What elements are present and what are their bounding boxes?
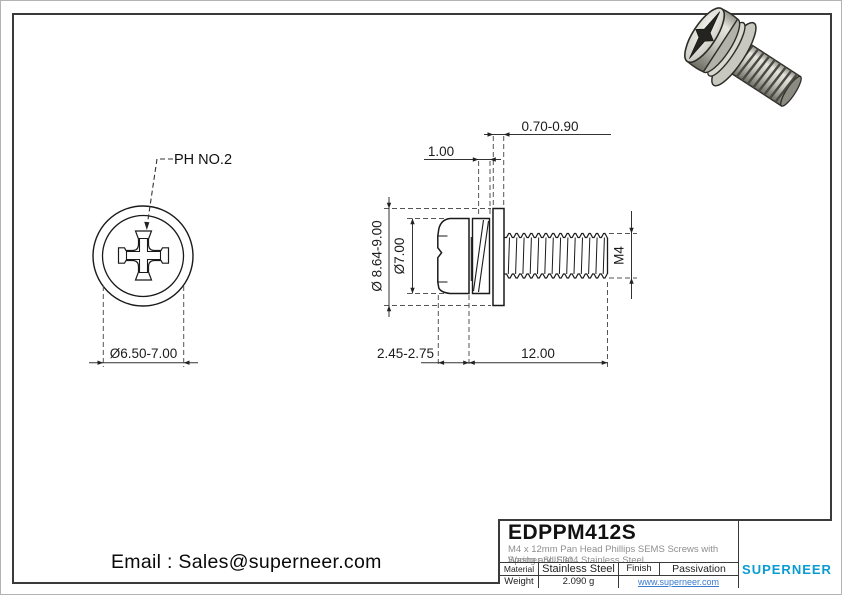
front-view bbox=[92, 205, 194, 307]
part-description-line1: M4 x 12mm Pan Head Phillips SEMS Screws … bbox=[508, 544, 719, 566]
dim-head-diameter-front: Ø6.50-7.00 bbox=[89, 286, 198, 367]
contact-email: Email : Sales@superneer.com bbox=[111, 551, 382, 573]
weight-label: Weight bbox=[504, 576, 534, 587]
thread-length-label: 12.00 bbox=[521, 346, 555, 361]
dim-flat-washer-thickness: 0.70-0.90 bbox=[484, 119, 611, 205]
side-thread bbox=[504, 232, 609, 279]
screw-3d-render bbox=[684, 7, 802, 107]
side-spring-washer bbox=[470, 217, 491, 295]
material-label: Material bbox=[503, 564, 535, 574]
dim-thread-size: M4 bbox=[609, 211, 637, 299]
head-height-label: 2.45-2.75 bbox=[377, 346, 434, 361]
part-description-line2: Washer SUS304 Stainless Steel bbox=[508, 555, 644, 566]
head-od-label: Ø7.00 bbox=[392, 238, 407, 275]
finish-value: Passivation bbox=[659, 563, 738, 575]
material-value: Stainless Steel bbox=[538, 563, 618, 575]
flat-washer-od-label: Ø 8.64-9.00 bbox=[370, 220, 385, 291]
drawing-frame bbox=[12, 13, 832, 584]
dim-flat-washer-od: Ø 8.64-9.00 bbox=[370, 197, 491, 317]
title-block-table: Material Stainless Steel Finish Passivat… bbox=[500, 562, 739, 588]
title-block: EDPPM412S M4 x 12mm Pan Head Phillips SE… bbox=[498, 519, 835, 588]
side-head-recess-lines bbox=[437, 235, 448, 283]
side-head bbox=[437, 217, 470, 295]
flat-washer-thickness-label: 0.70-0.90 bbox=[521, 119, 578, 134]
part-number: EDPPM412S bbox=[508, 521, 637, 544]
brand-name: SUPERNEER bbox=[742, 562, 832, 577]
table-row: Material Stainless Steel Finish Passivat… bbox=[500, 563, 738, 576]
dim-spring-washer-thickness: 1.00 bbox=[424, 144, 501, 215]
phillips-cross-outer bbox=[117, 230, 170, 281]
dim-head-od: Ø7.00 bbox=[392, 218, 447, 294]
ph-no2-label: PH NO.2 bbox=[174, 152, 232, 168]
website-link: www.superneer.com bbox=[618, 576, 738, 588]
dim-head-height: 2.45-2.75 12.00 bbox=[377, 282, 608, 367]
logo-column: SUPERNEER bbox=[738, 521, 835, 584]
weight-value: 2.090 g bbox=[538, 576, 618, 588]
spring-washer-thickness-label: 1.00 bbox=[428, 144, 454, 159]
front-washer-circle bbox=[92, 205, 194, 307]
side-view bbox=[437, 207, 609, 307]
table-row: Weight 2.090 g www.superneer.com bbox=[500, 576, 738, 588]
thread-size-label: M4 bbox=[612, 246, 627, 265]
screw-3d-phillips-recess bbox=[689, 11, 721, 59]
phillips-cross-inner bbox=[125, 237, 162, 274]
front-diameter-label: Ø6.50-7.00 bbox=[110, 346, 178, 361]
leader-ph-no2: PH NO.2 bbox=[144, 152, 232, 230]
front-head-circle bbox=[101, 214, 185, 298]
finish-label: Finish bbox=[618, 563, 659, 575]
side-flat-washer bbox=[492, 207, 505, 307]
